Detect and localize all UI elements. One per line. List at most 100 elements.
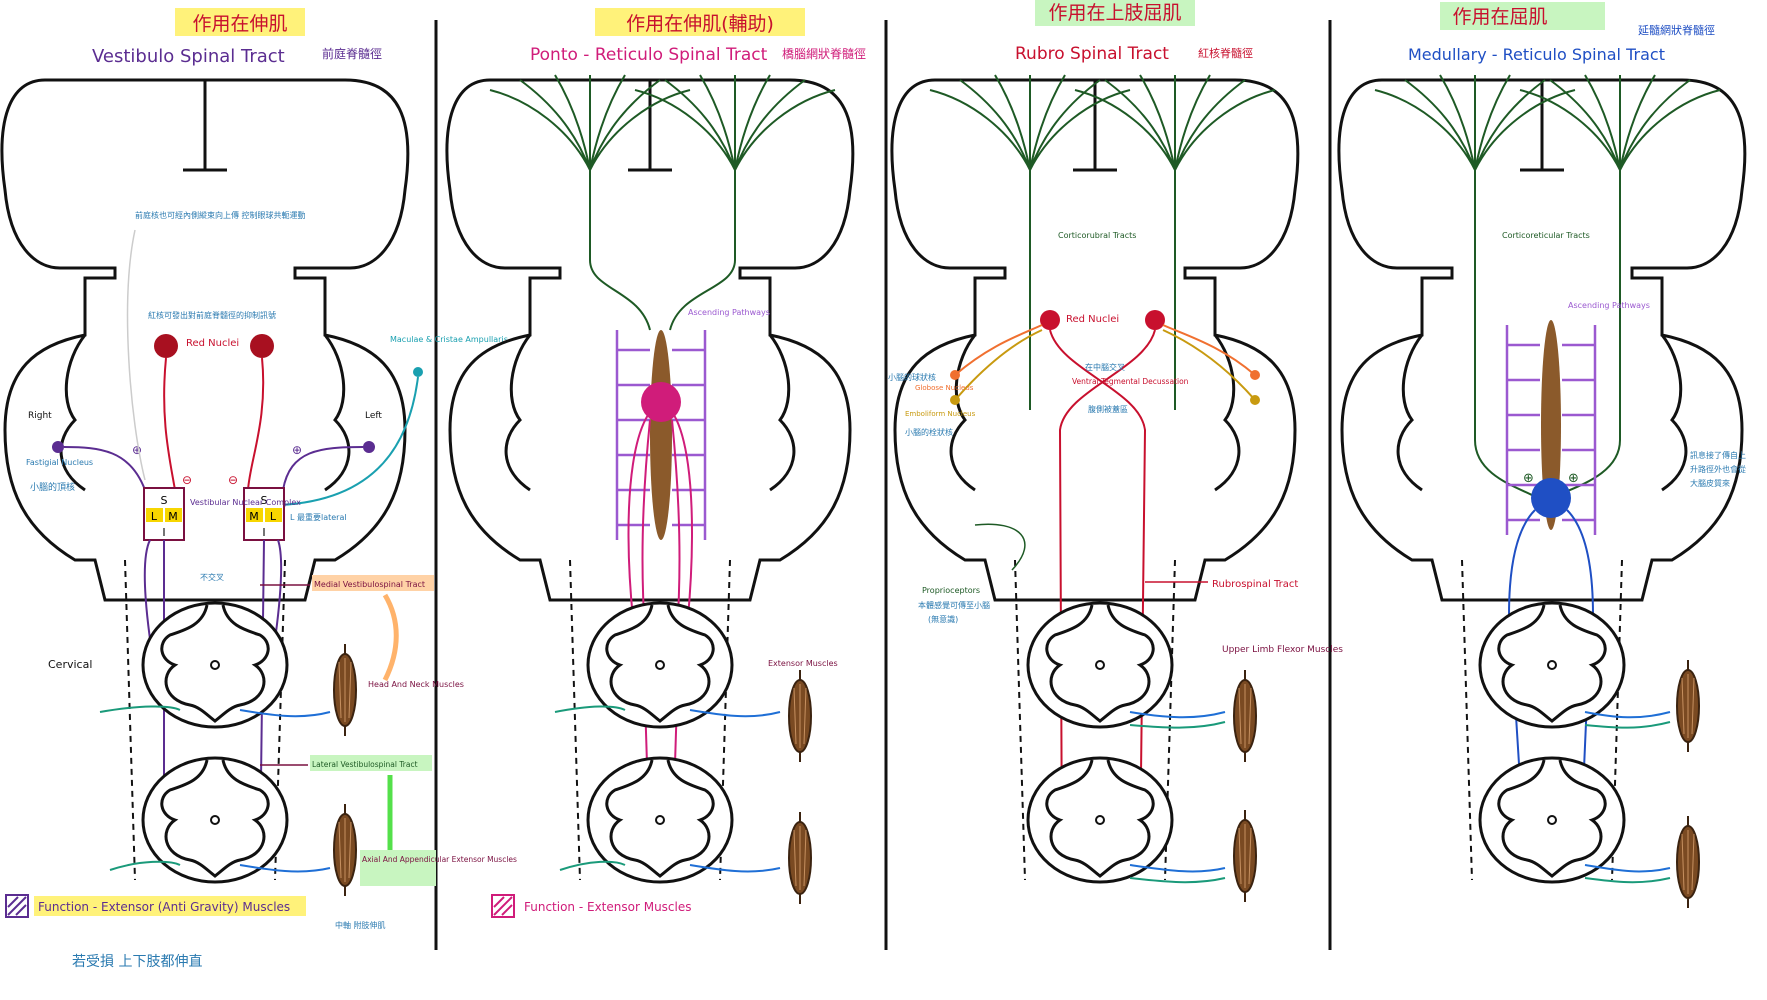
ascending-label: Ascending Pathways — [688, 308, 770, 317]
emboliform-label: Emboliform Nucleus — [905, 410, 976, 418]
left-label: Left — [365, 411, 382, 421]
vestibular-afferent — [279, 376, 419, 506]
spinal-cord-cervical — [1478, 601, 1626, 729]
lesion-note: 若受損 上下肢都伸直 — [72, 953, 202, 970]
rubro-inhibit-left — [247, 357, 265, 491]
lower-muscle — [1233, 809, 1257, 903]
svg-text:L: L — [151, 510, 158, 523]
banner-text: 作用在伸肌(輔助) — [626, 13, 774, 35]
orange-arrow — [382, 593, 399, 682]
side-note-3: 大腦皮質來 — [1690, 478, 1730, 488]
rubro-inhibit-right — [163, 357, 176, 491]
head-neck-label: Head And Neck Muscles — [368, 680, 464, 689]
axial-highlight — [360, 850, 436, 886]
svg-text:I: I — [262, 526, 265, 539]
globose-fiber — [954, 324, 1043, 376]
red-nucleus-right — [1040, 310, 1060, 330]
svg-text:I: I — [162, 526, 165, 539]
swatch-hatch — [7, 896, 27, 916]
left-input-fiber — [282, 446, 364, 491]
fastigial-fiber — [63, 446, 146, 491]
left-input-dot — [363, 441, 375, 453]
side-note-2: 升路徑外也會從 — [1690, 464, 1746, 474]
plus-sign: ⊕ — [132, 443, 142, 457]
mlf-note: 前庭核也可經內側縱束向上傳 控制眼球共軛運動 — [135, 210, 306, 220]
svg-text:M: M — [249, 510, 259, 523]
cortical-fan-right — [1519, 74, 1721, 171]
svg-text:S: S — [161, 494, 168, 507]
function-label: Function - Extensor (Anti Gravity) Muscl… — [38, 900, 290, 914]
globose-dot — [950, 370, 960, 380]
pontine-nucleus — [641, 382, 681, 422]
banner-bg — [175, 8, 305, 36]
reticular-formation — [650, 330, 672, 540]
sensory-lines — [1129, 711, 1226, 884]
panel-rubro-spinal: 作用在上肢屈肌 Rubro Spinal Tract 紅核脊髓徑 Cortico… — [888, 0, 1343, 903]
head-neck-muscle — [333, 643, 357, 737]
maculae-dot — [413, 367, 423, 377]
medial-tract-label: Medial Vestibulospinal Tract — [314, 580, 425, 589]
function-label: Function - Extensor Muscles — [524, 900, 692, 914]
upper-limb-muscle — [1233, 669, 1257, 763]
spinal-cord-cervical — [141, 601, 289, 729]
emboliform-dot — [950, 395, 960, 405]
panel-subtitle: 橋腦網狀脊髓徑 — [782, 46, 866, 61]
banner-text: 作用在上肢屈肌 — [1048, 2, 1181, 24]
panel-subtitle: 紅核脊髓徑 — [1198, 46, 1253, 60]
globose-dot — [1250, 370, 1260, 380]
medullary-reticular-nucleus — [1531, 478, 1571, 518]
svg-text:M: M — [168, 510, 178, 523]
sensory-lines — [1584, 711, 1671, 884]
spinal-cord-lower — [1478, 756, 1626, 884]
extensor-label: Extensor Muscles — [768, 659, 838, 668]
svg-text:S: S — [261, 494, 268, 507]
banner-text: 作用在伸肌 — [192, 13, 287, 35]
side-note-1: 訊息接了傳自上 — [1690, 450, 1746, 460]
spinal-cord-lower — [586, 756, 734, 884]
corticoreticular-label: Corticoreticular Tracts — [1502, 231, 1590, 240]
banner-bg — [1035, 0, 1195, 26]
function-highlight — [34, 896, 306, 916]
muscle-lower — [1676, 815, 1700, 909]
fastigial-nucleus-dot — [52, 441, 64, 453]
cortical-fan-left — [489, 74, 691, 171]
corticorubral-fibers — [1029, 170, 1176, 410]
banner-text: 作用在屈肌 — [1452, 6, 1547, 28]
cortical-fan-right — [1074, 74, 1276, 171]
spinal-cord-lower — [141, 756, 289, 884]
red-nucleus-left — [250, 334, 274, 358]
spinal-cord-cervical — [586, 601, 734, 729]
lateral-important-note: L 最重要lateral — [290, 512, 347, 522]
upper-limb-label: Upper Limb Flexor Muscles — [1222, 645, 1343, 655]
panel-vestibulo-spinal: 作用在伸肌 Vestibulo Spinal Tract 前庭脊髓徑 前庭核也可… — [0, 8, 517, 970]
lateral-tract-highlight — [310, 755, 432, 771]
panel-title: Vestibulo Spinal Tract — [92, 46, 285, 67]
emboliform-fiber — [954, 329, 1043, 401]
proprio-cn: 本體感覺可傳至小腦 — [918, 600, 990, 610]
cortical-fan-left — [1374, 74, 1576, 171]
spinal-cord-cervical — [1026, 601, 1174, 729]
vestibular-complex-left: S M L I — [243, 487, 285, 541]
maculae-label: Maculae & Cristae Ampullaris — [390, 335, 508, 344]
red-nucleus-right — [154, 334, 178, 358]
minus-sign: ⊖ — [182, 473, 192, 487]
panel-subtitle: 前庭脊髓徑 — [322, 46, 382, 61]
panel-subtitle: 延髓網狀脊髓徑 — [1638, 23, 1715, 37]
sensory-lines — [99, 705, 331, 873]
decussation-cn2: 腹側被蓋區 — [1088, 404, 1128, 414]
pontoreticulospinal-tract — [627, 414, 693, 861]
vestibular-complex-right: S L M I — [143, 487, 185, 541]
cortical-fan-right — [634, 74, 836, 171]
rubrospinal-label: Rubrospinal Tract — [1212, 579, 1298, 590]
minus-sign: ⊖ — [228, 473, 238, 487]
corticoreticular-fibers — [589, 170, 736, 331]
globose-fiber — [1162, 324, 1256, 376]
corticorubral-label: Corticorubral Tracts — [1058, 231, 1136, 240]
globose-cn: 小腦的球狀核 — [888, 372, 936, 382]
panel-title: Ponto - Reticulo Spinal Tract — [530, 45, 768, 65]
panel-title: Rubro Spinal Tract — [1015, 44, 1169, 64]
cervical-label: Cervical — [48, 658, 92, 671]
svg-text:L: L — [270, 510, 277, 523]
panel-ponto-reticulo-spinal: 作用在伸肌(輔助) Ponto - Reticulo Spinal Tract … — [445, 8, 866, 918]
vestibular-complex-label: Vestibular Nuclear Complex — [190, 498, 301, 507]
